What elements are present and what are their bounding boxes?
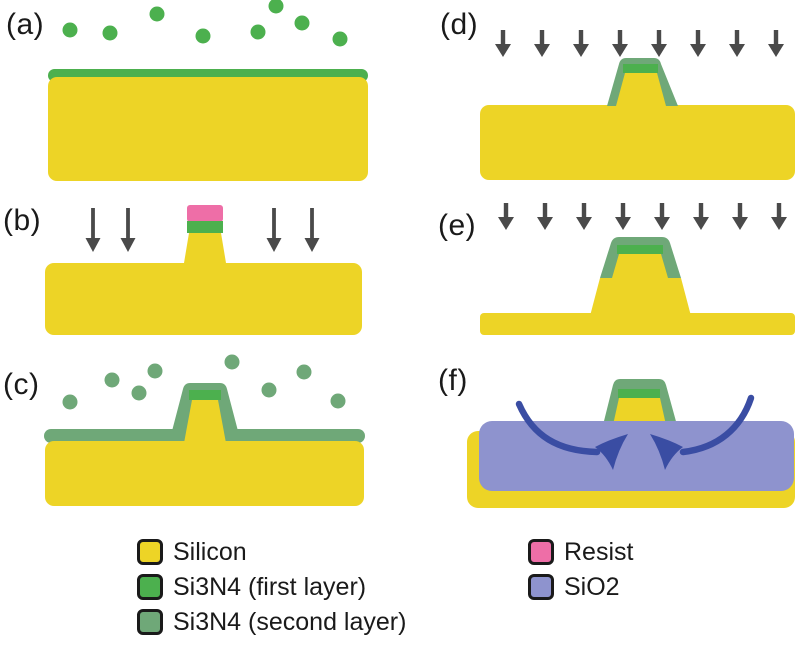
panel-label-f: (f) [438,364,468,397]
panel-label-a: (a) [6,8,45,41]
reflow-arrow-right [650,394,755,470]
panel-e-graphic [480,203,795,335]
deposition-dot [268,0,284,14]
legend-swatch-silicon [137,539,163,565]
silicon-substrate [480,105,795,180]
deposition-dots [62,354,346,410]
reflow-arrow-left-tail [515,400,601,456]
legend-swatch-sio2 [528,574,554,600]
deposition-dot [261,382,277,398]
legend-label-resist: Resist [564,537,634,566]
deposition-dot [294,15,310,31]
panel-a-graphic [48,0,368,181]
etch-arrow-icon [304,208,320,252]
deposition-dot [131,385,147,401]
si3n4-first-layer-cap [623,64,658,73]
legend-label-silicon: Silicon [173,537,247,566]
reflow-arrow-left-head [595,434,628,470]
legend-row-resist: Resist [528,538,633,566]
legend-left-column: Silicon Si3N4 (first layer) Si3N4 (secon… [137,538,406,636]
etch-arrow-icon [771,203,787,230]
silicon-substrate [48,77,368,181]
resist-cap [187,205,223,222]
etch-arrow-icon [651,30,667,57]
legend-label-sio2: SiO2 [564,572,620,601]
reflow-arrow-left [515,400,628,470]
deposition-dot [224,354,240,370]
silicon-substrate [45,263,362,335]
si3n4-first-layer-cap [617,245,663,254]
silicon-mesa-lower [590,278,691,316]
legend-label-si3n4-first: Si3N4 (first layer) [173,572,367,601]
panel-label-c: (c) [3,368,40,401]
etch-arrow-icon [120,208,136,252]
panel-c-graphic [44,354,365,506]
etch-arrows [495,30,784,57]
etch-arrow-icon [768,30,784,57]
deposition-dot [330,393,346,409]
etch-arrow-icon [537,203,553,230]
deposition-dot [104,372,120,388]
panel-b-graphic [45,205,362,335]
legend-swatch-resist [528,539,554,565]
legend-swatch-si3n4-second [137,609,163,635]
deposition-dot [250,24,266,40]
legend-row-silicon: Silicon [137,538,406,566]
deposition-dot [332,31,348,47]
etch-arrow-icon [615,203,631,230]
etch-arrow-icon [573,30,589,57]
silicon-mesa [184,400,226,443]
legend-row-sio2: SiO2 [528,573,633,601]
si3n4-first-layer-cap [189,390,221,400]
etch-arrow-icon [612,30,628,57]
etch-arrow-icon [654,203,670,230]
legend-label-si3n4-second: Si3N4 (second layer) [173,607,407,636]
etch-arrow-icon [495,30,511,57]
etch-arrow-icon [729,30,745,57]
legend-row-si3n4-second: Si3N4 (second layer) [137,608,406,636]
silicon-mesa-upper [612,254,668,278]
silicon-mesa [184,233,226,263]
etch-arrow-icon [85,208,101,252]
si3n4-first-layer-cap [618,389,660,398]
silicon-mesa [616,73,666,106]
legend-right-column: Resist SiO2 [528,538,633,601]
si3n4-first-layer-cap [187,221,223,233]
deposition-dot [102,25,118,41]
panel-label-d: (d) [440,8,479,41]
legend-row-si3n4-first: Si3N4 (first layer) [137,573,406,601]
silicon-slab [480,313,795,335]
deposition-dot [296,364,312,380]
panel-f-graphic [467,379,795,508]
deposition-dot [62,22,78,38]
deposition-dots [62,0,348,47]
reflow-arrow-right-tail [679,394,755,456]
deposition-dot [62,394,78,410]
panel-label-b: (b) [3,204,42,237]
deposition-dot [147,363,163,379]
reflow-arrow-right-head [650,434,683,470]
etch-arrow-icon [576,203,592,230]
sio2-layer [479,421,794,491]
etch-arrow-icon [534,30,550,57]
legend-swatch-si3n4-first [137,574,163,600]
etch-arrow-icon [732,203,748,230]
panel-d-graphic [480,30,795,180]
panel-label-e: (e) [438,209,477,242]
etch-arrow-icon [693,203,709,230]
deposition-dot [195,28,211,44]
etch-arrow-icon [498,203,514,230]
silicon-substrate [45,441,364,506]
etch-arrows [498,203,787,230]
silicon-mesa [613,398,666,425]
etch-arrow-icon [266,208,282,252]
etch-arrow-icon [690,30,706,57]
deposition-dot [149,6,165,22]
